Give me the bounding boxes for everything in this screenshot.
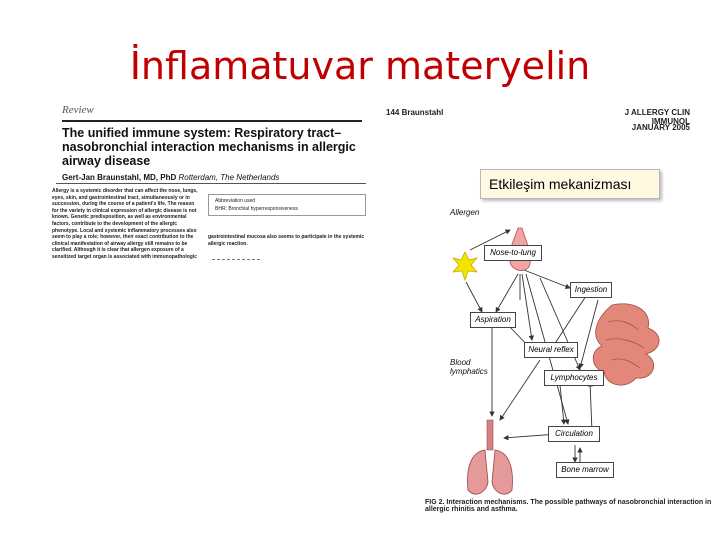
abbreviations-title: Abbreviation used xyxy=(215,197,359,205)
box-aspiration: Aspiration xyxy=(470,312,516,328)
interaction-diagram: Allergen Blood lymphatics Nose-to-lung I… xyxy=(440,200,680,500)
abbreviations-box: Abbreviation used BHR: Bronchial hyperre… xyxy=(208,194,366,216)
paper-authors: Gert-Jan Braunstahl, MD, PhD Rotterdam, … xyxy=(62,173,279,182)
paper-excerpt: Review The unified immune system: Respir… xyxy=(52,104,370,270)
right-lung-shape xyxy=(492,450,512,494)
box-bone-marrow: Bone marrow xyxy=(556,462,614,478)
paper-title: The unified immune system: Respiratory t… xyxy=(62,126,372,168)
left-lung-shape xyxy=(468,450,488,494)
box-nose-to-lung: Nose-to-lung xyxy=(484,245,542,261)
author-names: Gert-Jan Braunstahl, MD, PhD xyxy=(62,173,176,182)
author-affiliation: Rotterdam, The Netherlands xyxy=(178,173,279,182)
paper-body-text: gastrointestinal mucosa also seems to pa… xyxy=(208,234,368,248)
trachea-shape xyxy=(487,420,493,450)
paper-abstract: Allergy is a systemic disorder that can … xyxy=(52,188,202,261)
author-rule xyxy=(56,183,366,184)
allergen-starburst xyxy=(453,252,477,280)
box-lymphocytes: Lymphocytes xyxy=(544,370,604,386)
abbreviations-list: BHR: Bronchial hyperresponsiveness xyxy=(215,205,359,213)
date-header: JANUARY 2005 xyxy=(604,123,690,132)
box-neural-reflex: Neural reflex xyxy=(524,342,578,358)
box-circulation: Circulation xyxy=(548,426,600,442)
figure-caption: FIG 2. Interaction mechanisms. The possi… xyxy=(425,499,720,513)
label-allergen: Allergen xyxy=(450,208,479,217)
title-rule xyxy=(62,120,362,122)
callout-box: Etkileşim mekanizması xyxy=(480,169,660,199)
page-header: 144 Braunstahl xyxy=(386,108,443,117)
box-ingestion: Ingestion xyxy=(570,282,612,298)
journal-section-label: Review xyxy=(62,104,94,116)
slide-title: İnflamatuvar materyelin xyxy=(0,44,720,88)
label-blood-lymphatics: Blood lymphatics xyxy=(450,358,480,376)
footnote-rule xyxy=(212,259,260,260)
